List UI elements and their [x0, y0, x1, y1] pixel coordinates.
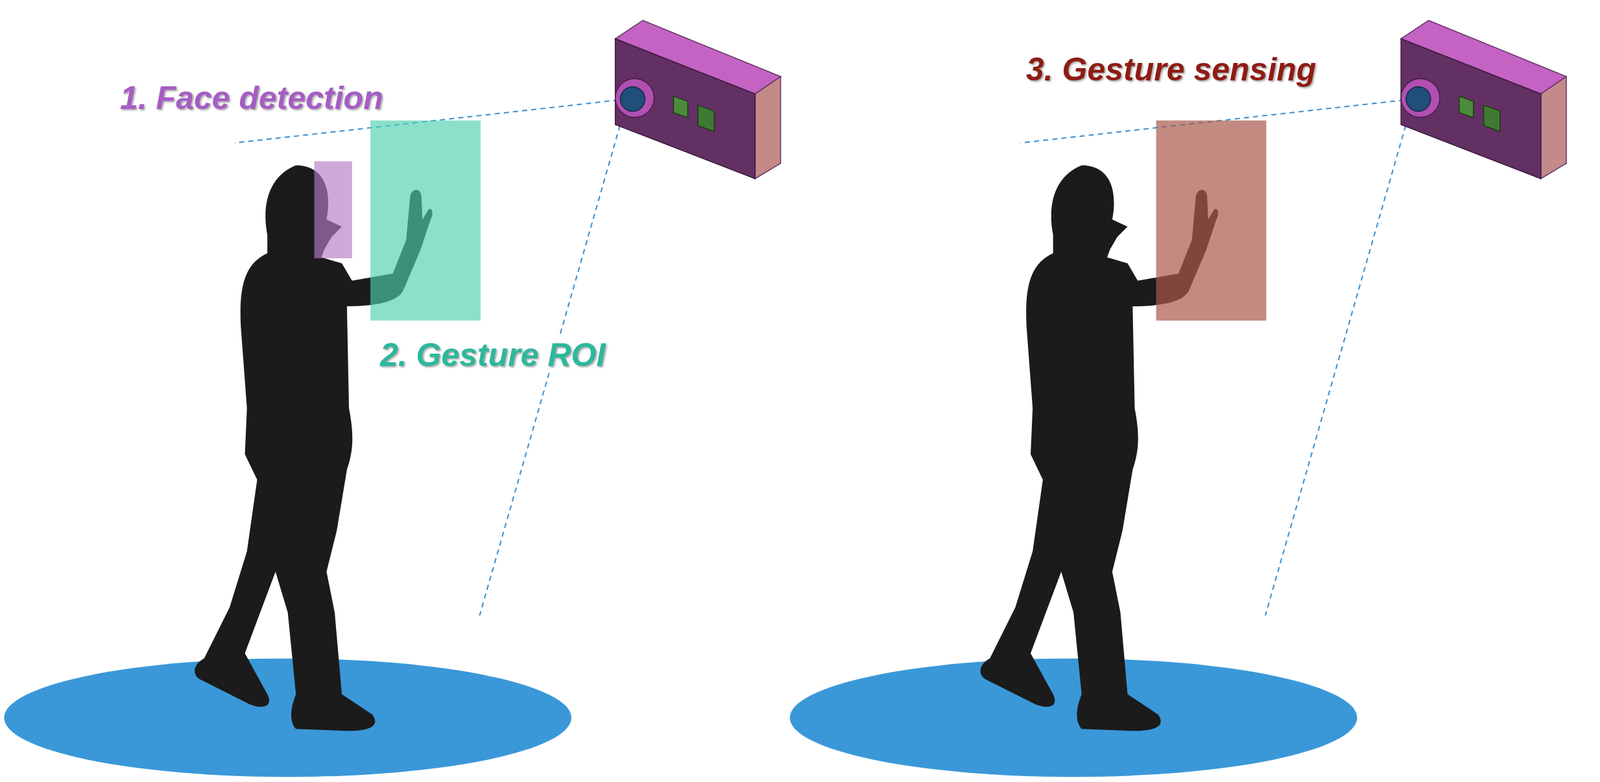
step-label: 1. Face detection	[117, 80, 386, 117]
step-label: 3. Gesture sensing	[1023, 51, 1319, 88]
gesture-roi	[370, 120, 481, 321]
floor-ellipse	[3, 658, 572, 777]
face-region	[314, 161, 353, 259]
step-label: 2. Gesture ROI	[377, 337, 608, 373]
floor-ellipse	[789, 658, 1358, 777]
gesture-sensing-region	[1156, 120, 1267, 321]
view-line	[1265, 99, 1414, 616]
